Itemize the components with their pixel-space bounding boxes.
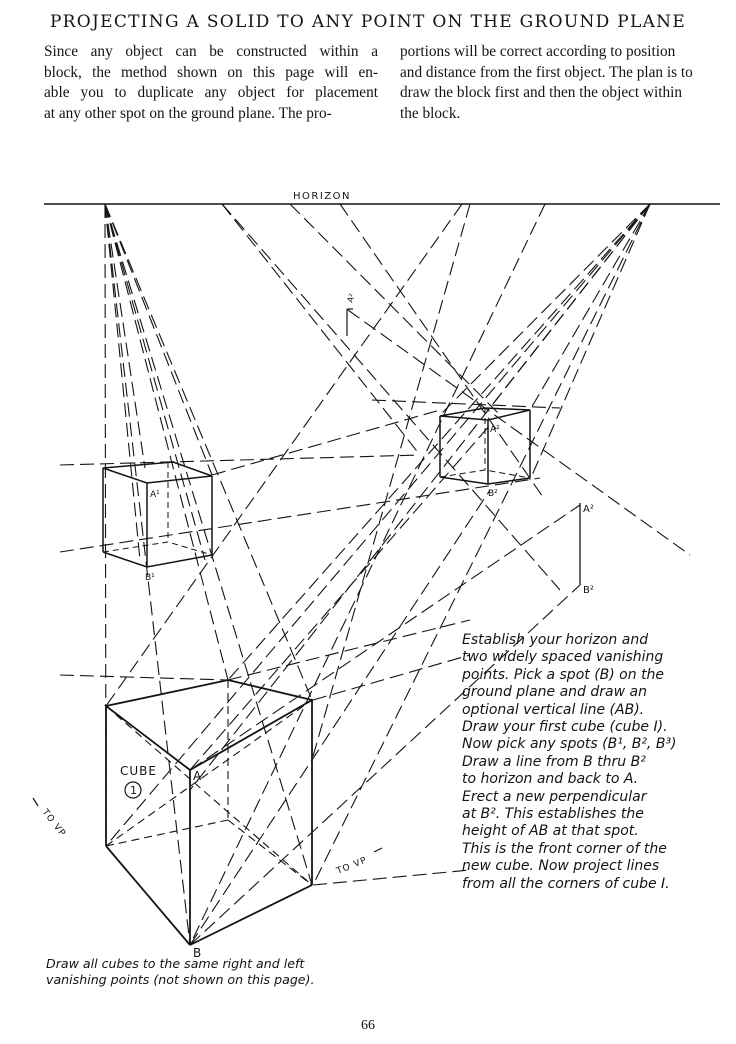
instruction-line: new cube. Now project lines (462, 858, 660, 875)
caption-line: vanishing points (not shown on this page… (46, 972, 315, 987)
to-vp-right-arrow (373, 847, 383, 853)
instruction-line: Now pick any spots (B¹, B², B³) (462, 736, 677, 753)
instruction-line: Draw a line from B thru B² (462, 753, 646, 770)
construction-lines (59, 203, 691, 946)
instruction-line: to horizon and back to A. (462, 771, 639, 788)
label-b2-right: B² (583, 585, 594, 596)
page-title: PROJECTING A SOLID TO ANY POINT ON THE G… (49, 12, 687, 32)
instruction-line: two widely spaced vanishing (462, 649, 664, 666)
cube-right (439, 407, 531, 485)
cube-main-hidden-edges (105, 680, 313, 886)
intro-right-line: draw the block first and then the object… (400, 84, 683, 101)
label-a2-cube: A² (490, 425, 500, 435)
to-vp-left-arrow (32, 797, 39, 807)
instruction-line: from all the corners of cube I. (462, 875, 670, 892)
intro-left-line: able you to duplicate any object for pla… (44, 84, 378, 101)
intro-left-line: Since any object can be constructed with… (44, 43, 378, 60)
intro-right-line: portions will be correct according to po… (400, 43, 676, 60)
instruction-line: at B². This establishes the (462, 806, 644, 823)
instruction-line: points. Pick a spot (B) on the (462, 666, 665, 683)
diagram-caption: Draw all cubes to the same right and lef… (46, 956, 406, 988)
page-number: 66 (361, 1018, 375, 1033)
intro-left-column: Since any object can be constructed with… (44, 42, 378, 124)
intro-right-column: portions will be correct according to po… (400, 42, 734, 124)
instruction-line: Erect a new perpendicular (462, 788, 647, 805)
instruction-line: This is the front corner of the (462, 840, 667, 857)
cube-number-circle (124, 781, 142, 799)
intro-left-line: at any other spot on the ground plane. T… (44, 104, 332, 122)
label-a1: A¹ (150, 490, 160, 500)
cube-label: CUBE (120, 764, 157, 778)
label-b: B (193, 946, 201, 960)
cube-number: 1 (130, 784, 137, 797)
height-marker-upper-label: A² (345, 292, 356, 303)
intro-right-line: the block. (400, 104, 461, 122)
label-a: A (193, 769, 202, 783)
intro-left-line: block, the method shown on this page wil… (44, 63, 378, 81)
label-b2-cube: B² (488, 489, 498, 499)
instructions-text: Establish your horizon and two widely sp… (462, 632, 722, 893)
caption-line: Draw all cubes to the same right and lef… (46, 956, 305, 971)
horizon-label: HORIZON (293, 191, 351, 202)
cube-main (103, 679, 315, 946)
instruction-line: height of AB at that spot. (462, 823, 639, 840)
label-b1: B¹ (145, 573, 155, 583)
height-marker-upper (346, 308, 353, 336)
intro-right-line: and distance from the first object. The … (400, 63, 693, 81)
instruction-line: ground plane and draw an (462, 684, 647, 701)
to-vp-right-label: TO VP (334, 856, 368, 878)
instruction-line: optional vertical line (AB). (462, 701, 645, 718)
instruction-line: Draw your first cube (cube I). (462, 719, 668, 736)
instruction-line: Establish your horizon and (462, 632, 649, 648)
label-a2-right: A² (583, 504, 594, 515)
to-vp-left-label: TO VP (39, 807, 67, 839)
cube-left-middle (102, 461, 213, 568)
